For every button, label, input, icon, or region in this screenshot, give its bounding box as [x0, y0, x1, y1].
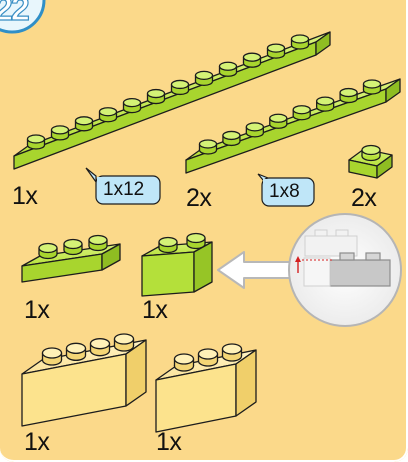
- quantity-brick-1x3: 1x: [156, 428, 182, 456]
- step-number: 22: [0, 0, 30, 29]
- brick-1x3-yellow-icon: [155, 343, 257, 433]
- size-label-1x12: 1x12: [103, 179, 145, 200]
- quantity-plate-1x12: 1x: [12, 182, 38, 210]
- quantity-brick-1x4: 1x: [24, 428, 50, 456]
- quantity-plate-1x8: 2x: [186, 184, 212, 212]
- quantity-plate-1x3: 1x: [24, 296, 50, 324]
- size-tag-1x12-shape: [85, 167, 161, 205]
- step-badge: [0, 0, 46, 34]
- size-label-1x8: 1x8: [269, 181, 300, 202]
- quantity-plate-1x1: 2x: [351, 184, 377, 212]
- quantity-brick-1x2: 1x: [142, 296, 168, 324]
- plate-1x1-icon: [348, 144, 393, 179]
- plate-1x12-icon: [13, 31, 331, 170]
- direction-arrow-icon: [217, 251, 299, 289]
- size-tag-1x8-shape: [257, 173, 315, 207]
- callout-detail-icon: [288, 213, 402, 327]
- plate-1x3-icon: [21, 234, 121, 283]
- brick-1x4-yellow-icon: [21, 333, 147, 427]
- plate-1x8-icon: [185, 78, 401, 174]
- brick-1x2-green-icon: [141, 232, 213, 297]
